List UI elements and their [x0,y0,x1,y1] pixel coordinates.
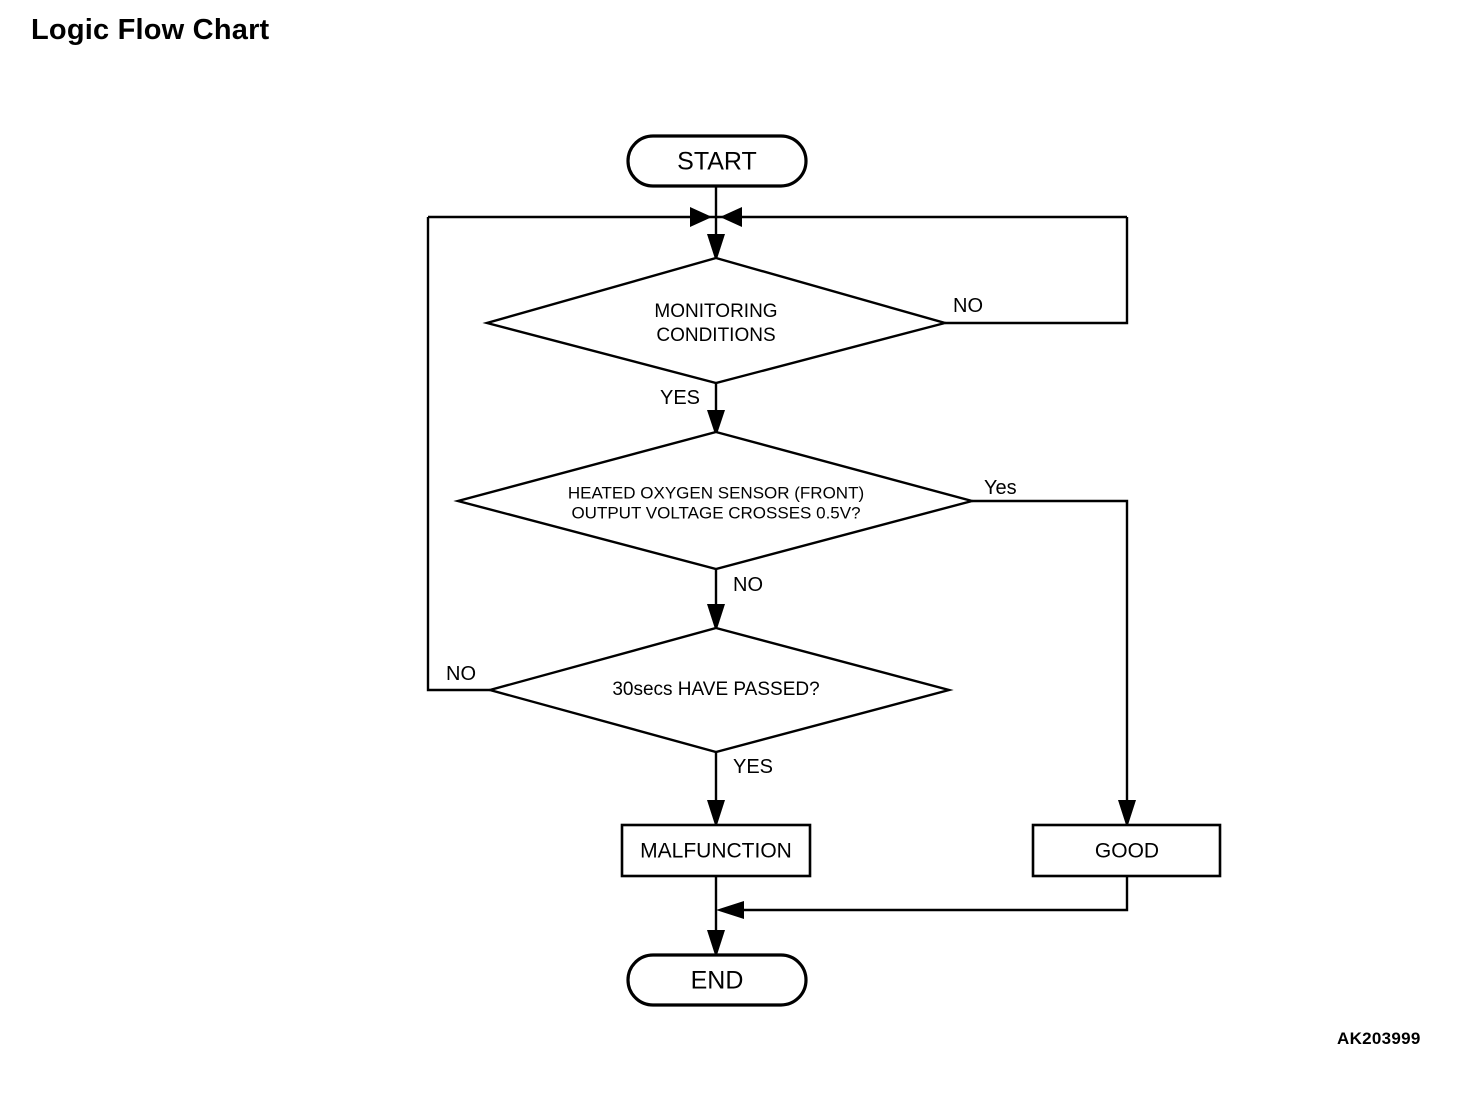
arrowhead-end-in-icon [707,930,725,958]
arrowhead-good-in-icon [1118,800,1136,828]
connector-good-to-merge [724,876,1129,912]
edge-label-timer-yes: YES [733,756,773,778]
arrowhead-junction-left-icon [690,207,712,227]
malfunction-label: MALFUNCTION [640,840,792,863]
good-label: GOOD [1095,840,1159,863]
arrowhead-o2-in-icon [707,410,725,437]
connector-o2-yes-to-good [972,499,1129,825]
o2-voltage-crosses-label-line1: HEATED OXYGEN SENSOR (FRONT) [568,483,864,502]
end-label: END [691,967,744,995]
start-label: START [677,148,757,176]
monitoring-conditions-shape [482,256,950,385]
edge-label-o2-no: NO [733,574,763,596]
node-o2-voltage-crosses[interactable]: HEATED OXYGEN SENSOR (FRONT) OUTPUT VOLT… [453,430,977,571]
page-title: Logic Flow Chart [31,14,270,46]
connector-timer-no-loop [426,217,490,692]
arrowhead-malfunction-in-icon [707,800,725,828]
node-monitoring-conditions[interactable]: MONITORING CONDITIONS [482,256,950,385]
edge-label-timer-no: NO [446,663,476,685]
connector-monitoring-no-loop [945,217,1129,325]
end-shape [626,953,808,1007]
good-shape [1031,823,1222,878]
node-malfunction[interactable]: MALFUNCTION [620,823,812,878]
node-timer-elapsed[interactable]: 30secs HAVE PASSED? [485,626,954,754]
reference-code: AK203999 [1337,1029,1421,1048]
node-end[interactable]: END [626,953,808,1007]
o2-voltage-crosses-label-line2: OUTPUT VOLTAGE CROSSES 0.5V? [571,503,860,522]
node-start[interactable]: START [626,134,808,188]
node-good[interactable]: GOOD [1031,823,1222,878]
edge-label-monitoring-yes: YES [660,387,700,409]
arrowhead-merge-icon [716,901,744,919]
arrowhead-junction-right-icon [720,207,742,227]
arrowhead-monitoring-in-icon [707,234,725,262]
o2-voltage-crosses-shape [453,430,977,571]
monitoring-conditions-label-line2: CONDITIONS [656,325,775,346]
arrowhead-timer-in-icon [707,604,725,632]
timer-elapsed-shape [485,626,954,754]
start-shape [626,134,808,188]
edge-label-monitoring-no: NO [953,295,983,317]
monitoring-conditions-label-line1: MONITORING [654,301,777,322]
edge-label-o2-yes: Yes [984,477,1017,499]
malfunction-shape [620,823,812,878]
timer-elapsed-label: 30secs HAVE PASSED? [612,679,819,700]
